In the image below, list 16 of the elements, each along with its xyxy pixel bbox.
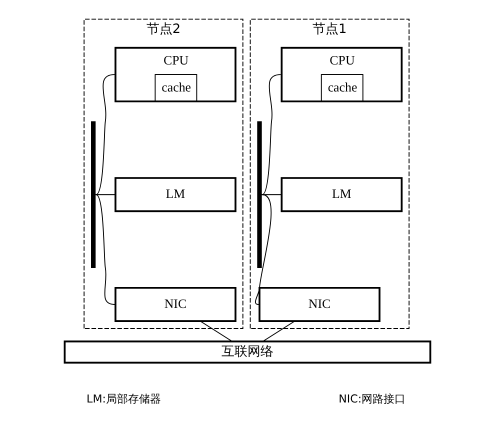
node-box: NIC bbox=[258, 286, 380, 322]
connector bbox=[200, 320, 233, 342]
connector bbox=[260, 194, 282, 196]
connector bbox=[262, 74, 282, 196]
node-box: 互联网络 bbox=[64, 340, 432, 364]
node-box: LM bbox=[114, 177, 236, 212]
connector bbox=[94, 194, 116, 196]
node-bar bbox=[91, 121, 96, 268]
connector bbox=[96, 194, 116, 305]
node-box: LM bbox=[280, 177, 403, 212]
label: LM:局部存储器 bbox=[86, 392, 161, 406]
node-box: NIC bbox=[114, 286, 236, 322]
connector bbox=[96, 74, 116, 196]
label: NIC:网路接口 bbox=[338, 392, 406, 406]
node-bar bbox=[257, 121, 262, 268]
connector bbox=[262, 320, 296, 342]
